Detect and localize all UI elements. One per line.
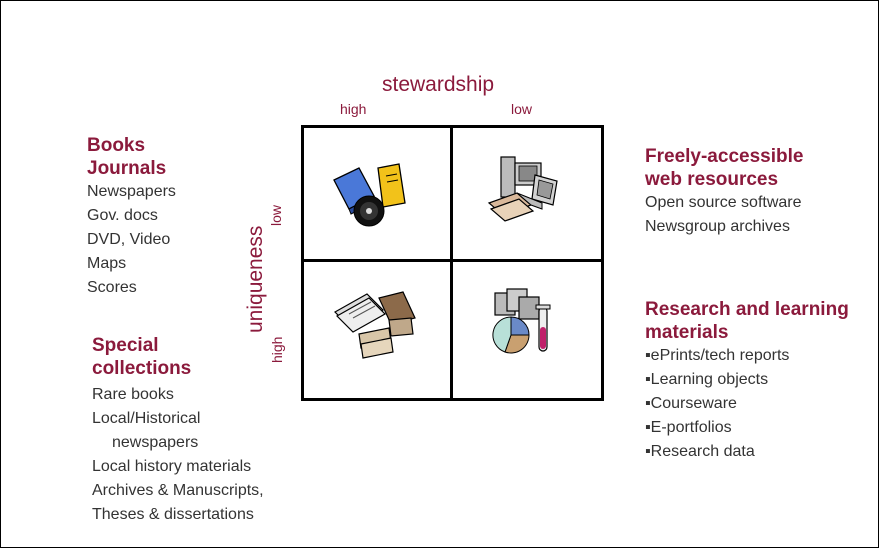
- uniqueness-high-label: high: [269, 336, 285, 363]
- list-item: ▪Learning objects: [645, 371, 769, 388]
- papers-books-icon: [334, 291, 416, 359]
- list-item: ▪Courseware: [645, 395, 737, 412]
- research-learning-block: Research and learning materials ▪ePrints…: [645, 298, 849, 464]
- disks-piechart-icon: [492, 288, 551, 354]
- list-item: Scores: [87, 279, 137, 296]
- list-item: Maps: [87, 255, 127, 272]
- list-item: DVD, Video: [87, 231, 171, 248]
- web-resources-block: Freely-accessible web resources Open sou…: [645, 145, 803, 239]
- special-collections-block: Special collections: [92, 334, 191, 380]
- block-header: materials: [645, 322, 729, 343]
- print-materials-block: Books Journals Newspapers Gov. docs DVD,…: [87, 134, 176, 300]
- block-header: collections: [92, 358, 192, 379]
- list-item: Rare books: [92, 386, 174, 403]
- grid-vertical-divider: [450, 128, 453, 398]
- list-item: Archives & Manuscripts,: [92, 482, 264, 499]
- list-item: ▪Research data: [645, 443, 755, 460]
- stewardship-low-label: low: [511, 101, 533, 117]
- quadrant-grid: [301, 125, 604, 401]
- list-item: ▪ePrints/tech reports: [645, 347, 790, 364]
- list-item: newspapers: [112, 434, 199, 451]
- list-item: Local history materials: [92, 458, 252, 475]
- uniqueness-low-label: low: [268, 204, 284, 226]
- block-header: web resources: [645, 169, 779, 190]
- list-item: Theses & dissertations: [92, 506, 254, 523]
- stewardship-axis-title: stewardship: [382, 73, 495, 96]
- block-header: Freely-accessible: [645, 146, 804, 167]
- grid-horizontal-divider: [304, 259, 601, 262]
- books-cd-icon: [333, 163, 406, 227]
- stewardship-high-label: high: [340, 101, 367, 117]
- block-header: Books: [87, 135, 146, 156]
- special-collections-list: Rare books Local/Historical newspapers L…: [92, 383, 264, 527]
- block-header: Research and learning: [645, 299, 849, 320]
- list-item: Gov. docs: [87, 207, 158, 224]
- list-item: Open source software: [645, 194, 802, 211]
- block-header: Journals: [87, 158, 167, 179]
- uniqueness-axis-title: uniqueness: [244, 225, 267, 333]
- block-header: Special: [92, 335, 159, 356]
- list-item: Newspapers: [87, 183, 176, 200]
- list-item: ▪E-portfolios: [645, 419, 732, 436]
- list-item: Local/Historical: [92, 410, 201, 427]
- list-item: Newsgroup archives: [645, 218, 790, 235]
- computer-icon: [487, 156, 558, 222]
